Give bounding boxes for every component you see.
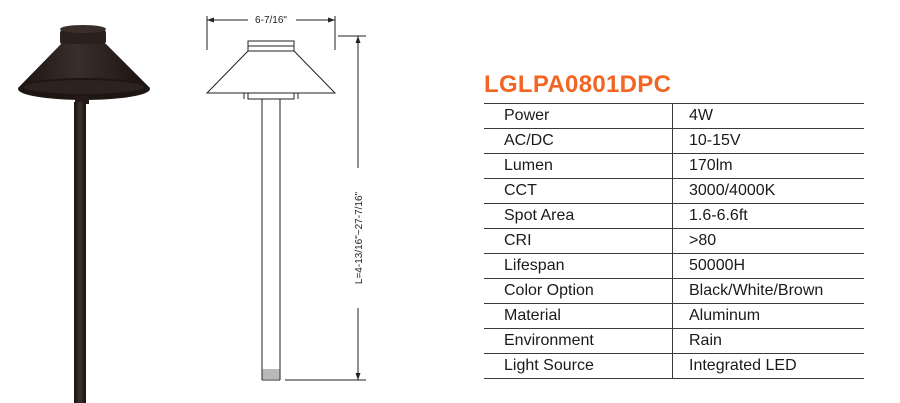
spec-label: Spot Area: [484, 203, 673, 229]
spec-value: >80: [672, 228, 864, 254]
spec-label: Lumen: [484, 153, 673, 179]
spec-value: 170lm: [672, 153, 864, 179]
spec-label: CCT: [484, 178, 673, 204]
spec-label: CRI: [484, 228, 673, 254]
spec-label: Color Option: [484, 278, 673, 304]
spec-row: CRI>80: [484, 228, 864, 254]
spec-label: Material: [484, 303, 673, 329]
spec-value: Black/White/Brown: [672, 278, 864, 304]
spec-value: 1.6-6.6ft: [672, 203, 864, 229]
spec-value: 10-15V: [672, 128, 864, 154]
spec-label: Lifespan: [484, 253, 673, 279]
spec-value: 3000/4000K: [672, 178, 864, 204]
spec-label: AC/DC: [484, 128, 673, 154]
spec-label: Light Source: [484, 353, 673, 379]
thread-lines: [262, 369, 280, 379]
spec-value: Rain: [672, 328, 864, 354]
technical-drawing: 6-7/16" L=4-13/16"~27-7/16": [205, 13, 366, 381]
spec-label: Environment: [484, 328, 673, 354]
spec-value: Integrated LED: [672, 353, 864, 379]
height-dimension-label: L=4-13/16"~27-7/16": [354, 191, 365, 284]
spec-value: 50000H: [672, 253, 864, 279]
product-photo: [18, 25, 150, 403]
product-model-title: LGLPA0801DPC: [484, 71, 672, 98]
fixture-shape: [18, 25, 150, 403]
spec-value: Aluminum: [672, 303, 864, 329]
spec-value: 4W: [672, 103, 864, 129]
width-dimension-label: 6-7/16": [255, 15, 287, 26]
spec-label: Power: [484, 103, 673, 129]
